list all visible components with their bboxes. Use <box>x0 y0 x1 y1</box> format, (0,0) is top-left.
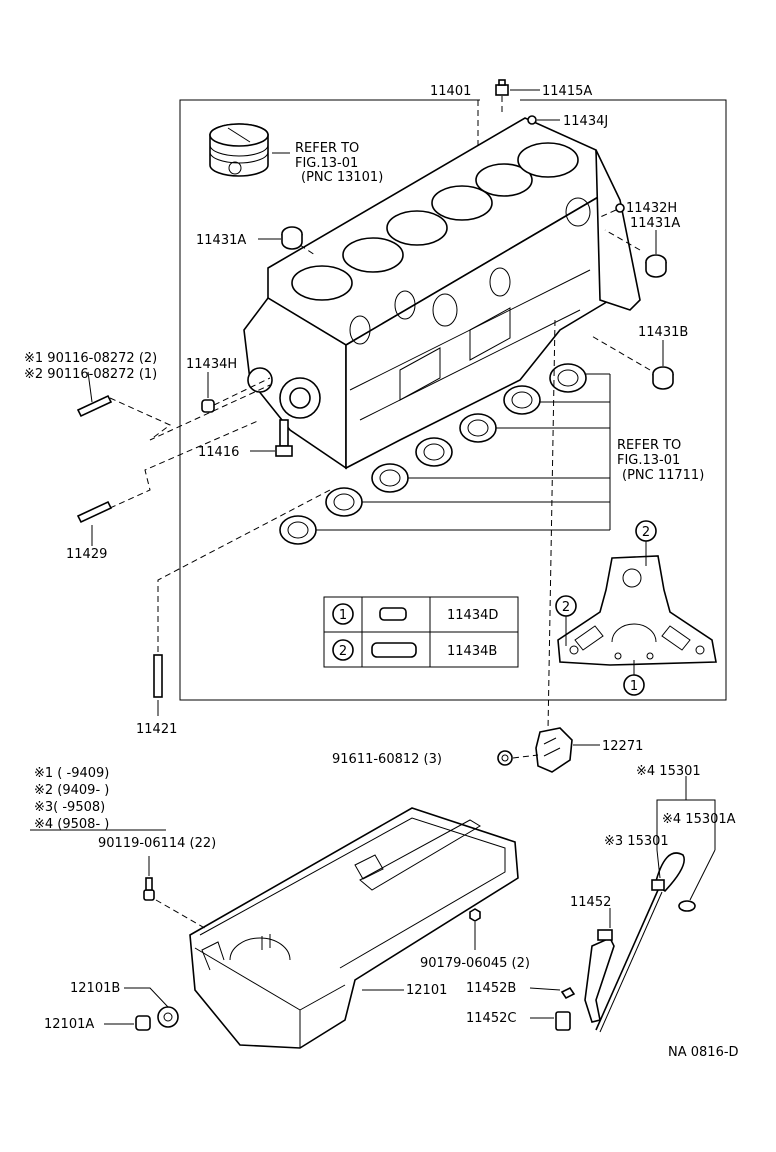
callout-circle-1 <box>623 674 645 696</box>
pin-table-part-1: 11434D <box>447 608 498 623</box>
bracket-12271 <box>535 727 573 773</box>
label-90119: 90119-06114 (22) <box>98 836 216 851</box>
refer-block-line3: (PNC 13101) <box>301 170 383 185</box>
code-2: ※2 (9409- ) <box>34 783 109 798</box>
bearing-leader-lines <box>316 373 611 531</box>
label-11431a-left: 11431A <box>196 233 246 248</box>
label-15301-3: ※3 15301 <box>604 834 669 849</box>
refer-bearing-line2: FIG.13-01 <box>617 453 680 468</box>
refer-bearing-line3: (PNC 11711) <box>622 468 704 483</box>
plug-11431b <box>652 366 674 390</box>
label-15301a-4: ※4 15301A <box>662 812 736 827</box>
code-3: ※3( -9508) <box>34 800 105 815</box>
label-11421: 11421 <box>136 722 177 737</box>
label-12271: 12271 <box>602 739 643 754</box>
dipstick-15301 <box>595 852 685 1033</box>
label-12101a: 12101A <box>44 1017 94 1032</box>
code-4: ※4 (9508- ) <box>34 817 109 832</box>
label-12101: 12101 <box>406 983 447 998</box>
plug-11434j <box>527 115 537 125</box>
label-11416: 11416 <box>198 445 239 460</box>
stud-11429 <box>76 500 113 524</box>
clip-11452b <box>560 986 576 1000</box>
label-11429: 11429 <box>66 547 107 562</box>
bolt-11416 <box>275 419 293 457</box>
bolt-11452c <box>555 1011 571 1031</box>
assembly-frame <box>179 99 727 701</box>
plug-12101a <box>135 1015 151 1031</box>
code-1: ※1 ( -9409) <box>34 766 109 781</box>
plug-11431a-right <box>645 254 667 278</box>
label-11415a: 11415A <box>542 84 592 99</box>
callout-circle-2-top <box>635 520 657 542</box>
piston-illustration <box>209 123 269 177</box>
cylinder-block-illustration <box>243 117 641 470</box>
label-11434h: 11434H <box>186 357 237 372</box>
callout-circle-2-left <box>555 595 577 617</box>
nut-90179 <box>469 908 481 922</box>
label-stud-1: ※1 90116-08272 (2) <box>24 351 157 366</box>
callout-2-left-text: 2 <box>562 600 570 615</box>
plug-11431a-left <box>281 226 303 250</box>
callout-2-top-text: 2 <box>642 525 650 540</box>
label-11432h: 11432H <box>626 201 677 216</box>
refer-block-line2: FIG.13-01 <box>295 156 358 171</box>
refer-bearing-line1: REFER TO <box>617 438 681 453</box>
label-11401: 11401 <box>430 84 471 99</box>
label-11431b: 11431B <box>638 325 688 340</box>
gasket-12101b <box>157 1006 179 1028</box>
bolt-91611 <box>497 750 513 766</box>
main-bearing-stack <box>279 363 587 545</box>
label-11452c: 11452C <box>466 1011 516 1026</box>
grommet-15301a <box>678 900 696 912</box>
pin-table-index-2: 2 <box>339 644 347 659</box>
label-11431a-right: 11431A <box>630 216 680 231</box>
dipstick-guide-11452 <box>584 929 615 1023</box>
label-11452: 11452 <box>570 895 611 910</box>
stud-90116-08272 <box>76 394 113 418</box>
pin-table-index-1: 1 <box>339 608 347 623</box>
pin-table <box>323 596 519 668</box>
plug-11432h <box>615 203 625 213</box>
label-stud-2: ※2 90116-08272 (1) <box>24 367 157 382</box>
figure-code: NA 0816-D <box>668 1045 739 1060</box>
label-15301-4: ※4 15301 <box>636 764 701 779</box>
label-11434j: 11434J <box>563 114 608 129</box>
stud-11421 <box>153 654 163 698</box>
callout-1-text: 1 <box>630 679 638 694</box>
bearing-cap-detail <box>557 555 717 666</box>
pin-table-part-2: 11434B <box>447 644 497 659</box>
label-90179: 90179-06045 (2) <box>420 956 530 971</box>
bolt-11415a <box>495 79 509 96</box>
refer-block-line1: REFER TO <box>295 141 359 156</box>
bolt-90119 <box>143 877 155 901</box>
label-12101b: 12101B <box>70 981 120 996</box>
pin-11434h <box>201 399 215 413</box>
oil-pan-12101 <box>189 807 519 1049</box>
label-11452b: 11452B <box>466 981 516 996</box>
label-91611: 91611-60812 (3) <box>332 752 442 767</box>
